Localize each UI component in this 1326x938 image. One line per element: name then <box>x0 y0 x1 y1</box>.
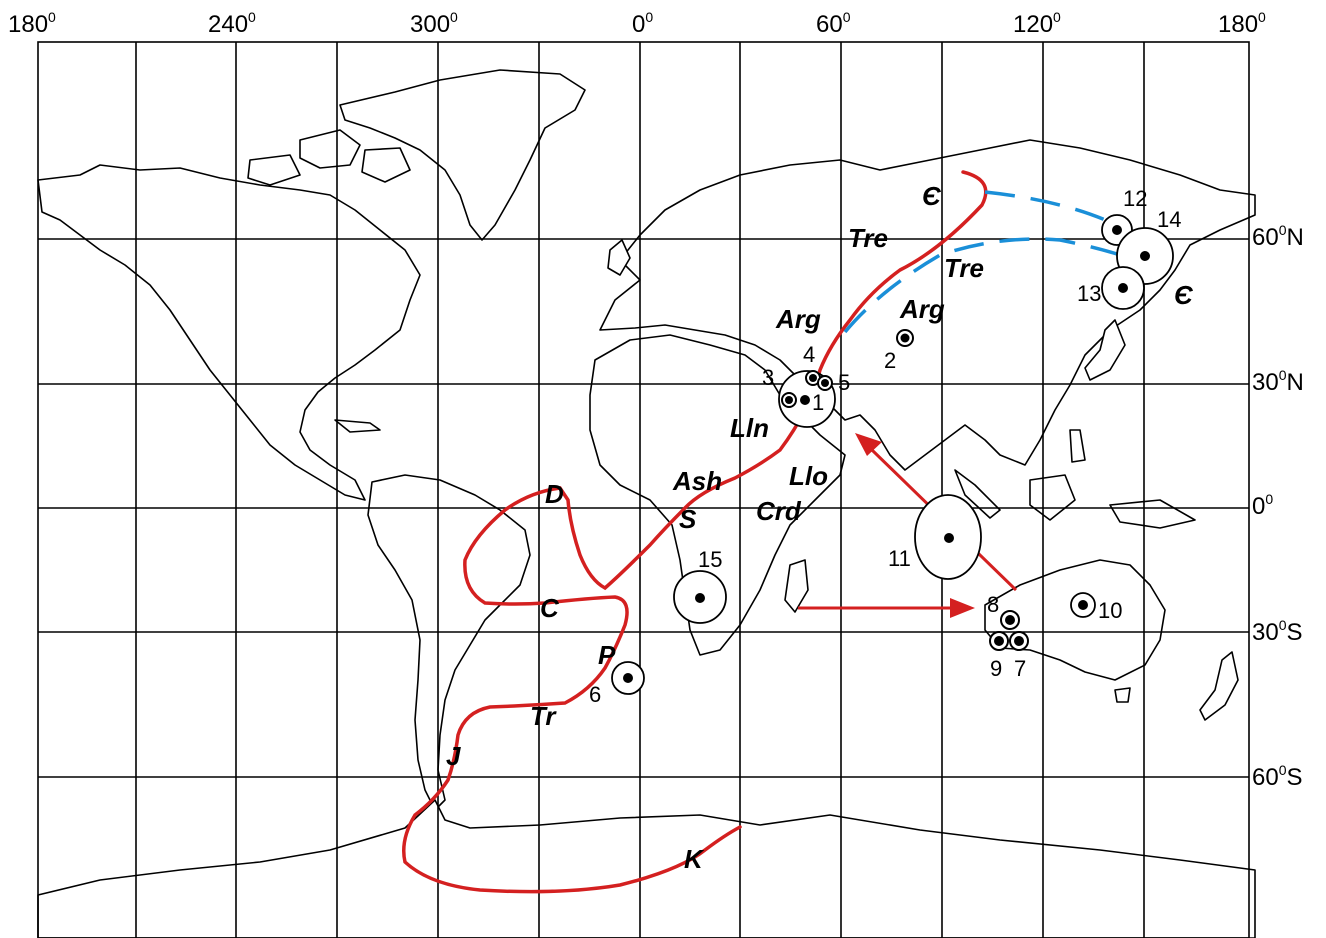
landmass-africa <box>589 334 846 656</box>
continents <box>37 69 1256 938</box>
site-label: 15 <box>698 547 722 572</box>
label-carboniferous: C <box>540 593 560 623</box>
site-label: 10 <box>1098 598 1122 623</box>
period-labels: Є Є Tre Tre Arg Arg Lln Llo Crd Ash S D … <box>446 181 1194 874</box>
lon-label: 1800 <box>1218 9 1266 38</box>
landmass-japan <box>1084 319 1126 381</box>
pole-dot-11 <box>944 533 954 543</box>
pole-dot-14 <box>1140 251 1150 261</box>
label-cretaceous: K <box>684 844 705 874</box>
landmass-sumatra <box>954 469 1001 519</box>
site-label: 6 <box>589 682 601 707</box>
landmass-antarctica <box>37 799 1256 938</box>
site-label: 11 <box>888 546 911 571</box>
site-label: 2 <box>884 348 896 373</box>
site-label: 3 <box>762 365 774 390</box>
label-cambrian: Є <box>922 181 942 211</box>
landmass-borneo <box>1029 474 1076 521</box>
landmass-south-america <box>367 474 531 811</box>
site-label: 12 <box>1123 186 1147 211</box>
pole-dot-6 <box>623 673 633 683</box>
lat-label: 300N <box>1252 367 1304 396</box>
site-number-labels: 1 2 3 4 5 6 7 8 9 10 11 12 13 14 15 <box>589 186 1181 707</box>
site-label: 8 <box>987 592 999 617</box>
pole-dot-10 <box>1078 600 1088 610</box>
longitude-labels: 1800 2400 3000 00 600 1200 1800 <box>8 9 1266 38</box>
landmass-north-america <box>37 164 421 501</box>
site-label: 7 <box>1014 656 1026 681</box>
site-label: 4 <box>803 342 815 367</box>
label-tremadoc: Tre <box>944 253 984 283</box>
site-label: 9 <box>990 656 1002 681</box>
map-frame <box>37 41 1250 938</box>
site-label: 1 <box>812 390 824 415</box>
lon-label: 2400 <box>208 9 256 38</box>
lat-label: 600S <box>1252 762 1303 791</box>
pole-dot-9-core <box>994 636 1004 646</box>
landmass-arctic-islands <box>361 147 411 183</box>
lon-label: 00 <box>632 9 653 38</box>
pole-positions <box>623 225 1150 683</box>
pole-dot-4-core <box>809 374 817 382</box>
pole-dot-2-core <box>900 333 910 343</box>
lat-label: 00 <box>1252 491 1273 520</box>
label-cambrian: Є <box>1174 280 1194 310</box>
lon-label: 1200 <box>1013 9 1061 38</box>
lon-label: 1800 <box>8 9 56 38</box>
landmass-cuba <box>334 419 381 433</box>
graticule <box>37 41 1250 938</box>
label-caradoc: Crd <box>756 496 802 526</box>
pole-dot-7-core <box>1014 636 1024 646</box>
landmass-new-guinea <box>1109 499 1196 529</box>
lon-label: 600 <box>816 9 851 38</box>
lat-label: 600N <box>1252 222 1304 251</box>
landmass-tasmania <box>1114 687 1131 703</box>
landmass-greenland <box>339 69 586 241</box>
label-llanvirn: Lln <box>730 413 769 443</box>
arrow-head <box>950 598 975 618</box>
landmass-new-zealand <box>1199 651 1239 721</box>
pole-dot-3-core <box>785 396 793 404</box>
site-label: 5 <box>838 370 850 395</box>
label-ashgill: Ash <box>672 466 722 496</box>
pole-dot-13 <box>1118 283 1128 293</box>
lon-label: 3000 <box>410 9 458 38</box>
site-label: 13 <box>1077 281 1101 306</box>
label-permian: P <box>598 640 616 670</box>
label-devonian: D <box>545 479 564 509</box>
site-label: 14 <box>1157 207 1181 232</box>
lat-label: 300S <box>1252 617 1303 646</box>
pole-dot-12 <box>1112 225 1122 235</box>
pole-dot-8-core <box>1005 615 1015 625</box>
landmass-philippines <box>1069 429 1086 463</box>
label-triassic: Tr <box>530 701 557 731</box>
pole-dot-5-core <box>821 379 829 387</box>
label-silurian: S <box>679 504 697 534</box>
label-jurassic: J <box>446 741 461 771</box>
landmass-madagascar <box>784 559 809 613</box>
landmass-arctic-islands <box>247 154 301 186</box>
arrow-head <box>855 433 882 456</box>
label-arenig: Arg <box>899 294 945 324</box>
label-arenig: Arg <box>775 304 821 334</box>
pole-dot-15 <box>695 593 705 603</box>
latitude-labels: 600N 300N 00 300S 600S <box>1252 222 1304 791</box>
pole-dot-1 <box>800 395 810 405</box>
label-tremadoc: Tre <box>848 223 888 253</box>
landmass-arctic-islands <box>299 129 361 169</box>
landmass-british-isles <box>607 239 631 276</box>
label-llandeilo: Llo <box>789 461 828 491</box>
